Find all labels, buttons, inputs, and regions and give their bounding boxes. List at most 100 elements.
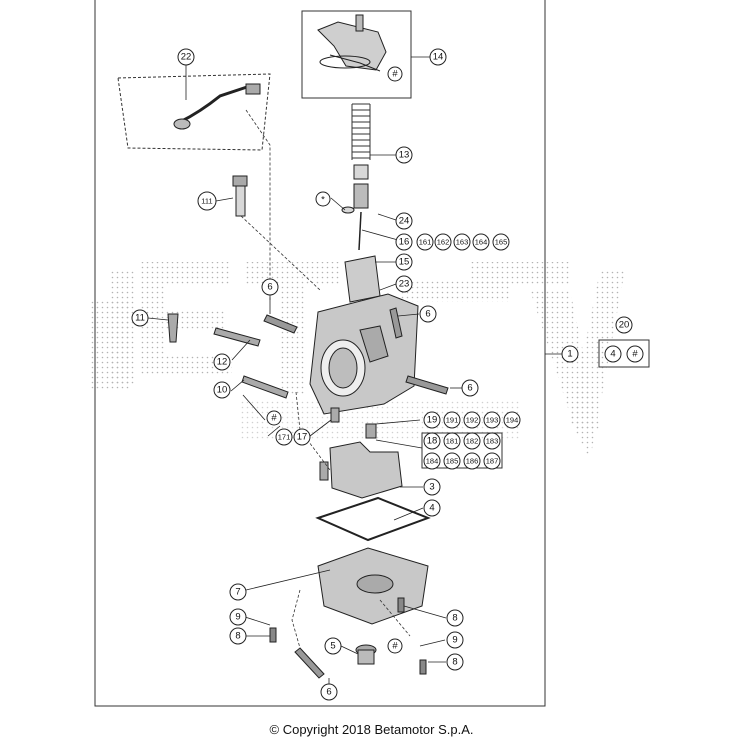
- label-11: 11: [135, 313, 145, 324]
- label-20: 20: [619, 320, 630, 331]
- callout-10: [213, 381, 231, 399]
- label-164: 164: [475, 238, 488, 247]
- label-6d: 6: [326, 687, 331, 698]
- callout-6a: [261, 278, 279, 296]
- callout-186: [463, 452, 481, 470]
- callout-12: [213, 353, 231, 371]
- callout-18: [423, 432, 441, 450]
- label-171: 171: [278, 433, 291, 442]
- callout-193: [483, 411, 501, 429]
- callout-171: [275, 428, 293, 446]
- label-185: 185: [446, 457, 459, 466]
- label-163: 163: [456, 238, 469, 247]
- callout-19: [423, 411, 441, 429]
- callout-184: [423, 452, 441, 470]
- callout-5: [324, 637, 342, 655]
- label-13: 13: [399, 150, 410, 161]
- callout-111: [197, 191, 217, 211]
- label-14: 14: [433, 52, 444, 63]
- box-14: [301, 10, 412, 99]
- callout-labels: 22 14 # 13 * 24 16 161 162 163 164 165 1…: [135, 52, 638, 698]
- label-20b: #: [632, 349, 638, 360]
- routing-lines: [240, 109, 411, 649]
- callout-17: [293, 428, 311, 446]
- callout-hash-10: [266, 410, 282, 426]
- label-9b: 9: [452, 635, 457, 646]
- label-15: 15: [399, 257, 410, 268]
- label-1: 1: [567, 349, 572, 360]
- label-161: 161: [419, 238, 432, 247]
- label-22: 22: [181, 52, 192, 63]
- box-18-variants: [421, 432, 503, 469]
- box-20: [598, 339, 650, 368]
- copyright-text: © Copyright 2018 Betamotor S.p.A.: [269, 722, 474, 737]
- label-111: 111: [201, 197, 212, 206]
- label-4: 4: [429, 503, 434, 514]
- callout-24: [395, 212, 413, 230]
- callout-6b: [419, 305, 437, 323]
- callout-194: [503, 411, 521, 429]
- callout-8c: [446, 653, 464, 671]
- label-186: 186: [466, 457, 479, 466]
- label-17: 17: [297, 432, 308, 443]
- part-drawings: [167, 14, 449, 679]
- label-8a: 8: [235, 631, 240, 642]
- callout-9a: [229, 608, 247, 626]
- leader-lines: [147, 56, 562, 684]
- callout-162: [434, 233, 452, 251]
- main-frame: [94, 0, 546, 707]
- callout-183: [483, 432, 501, 450]
- label-24: 24: [399, 216, 410, 227]
- callout-11: [131, 309, 149, 327]
- label-23: 23: [399, 279, 410, 290]
- callout-13: [395, 146, 413, 164]
- label-9a: 9: [235, 612, 240, 623]
- label-194: 194: [506, 416, 519, 425]
- label-165: 165: [495, 238, 508, 247]
- callout-22: [177, 48, 195, 66]
- label-184: 184: [426, 457, 439, 466]
- callout-9b: [446, 631, 464, 649]
- label-5: 5: [330, 641, 335, 652]
- label-187: 187: [486, 457, 499, 466]
- label-12: 12: [217, 357, 228, 368]
- callout-23: [395, 275, 413, 293]
- callout-14: [429, 48, 447, 66]
- callout-165: [492, 233, 510, 251]
- callout-163: [453, 233, 471, 251]
- label-191: 191: [446, 416, 459, 425]
- callout-16: [395, 233, 413, 251]
- callout-20a: [604, 345, 622, 363]
- label-8b: 8: [452, 613, 457, 624]
- callout-161: [416, 233, 434, 251]
- callout-8a: [229, 627, 247, 645]
- callout-1: [561, 345, 579, 363]
- callout-7: [229, 583, 247, 601]
- callout-hash-5: [387, 638, 403, 654]
- label-18: 18: [427, 436, 438, 447]
- label-162: 162: [437, 238, 450, 247]
- callout-4: [423, 499, 441, 517]
- callout-187: [483, 452, 501, 470]
- callout-191: [443, 411, 461, 429]
- callout-181: [443, 432, 461, 450]
- label-20a: 4: [610, 349, 615, 360]
- callout-164: [472, 233, 490, 251]
- label-7: 7: [235, 587, 240, 598]
- box-22: [117, 73, 271, 151]
- label-6b: 6: [425, 309, 430, 320]
- callout-8b: [446, 609, 464, 627]
- label-8c: 8: [452, 657, 457, 668]
- callouts: [131, 48, 644, 701]
- label-182: 182: [466, 437, 479, 446]
- callout-hash-14: [387, 66, 403, 82]
- callout-6c: [461, 379, 479, 397]
- callout-15: [395, 253, 413, 271]
- callout-20b: [626, 345, 644, 363]
- label-193: 193: [486, 416, 499, 425]
- label-3: 3: [429, 482, 434, 493]
- callout-star: [315, 191, 331, 207]
- callout-192: [463, 411, 481, 429]
- label-181: 181: [446, 437, 459, 446]
